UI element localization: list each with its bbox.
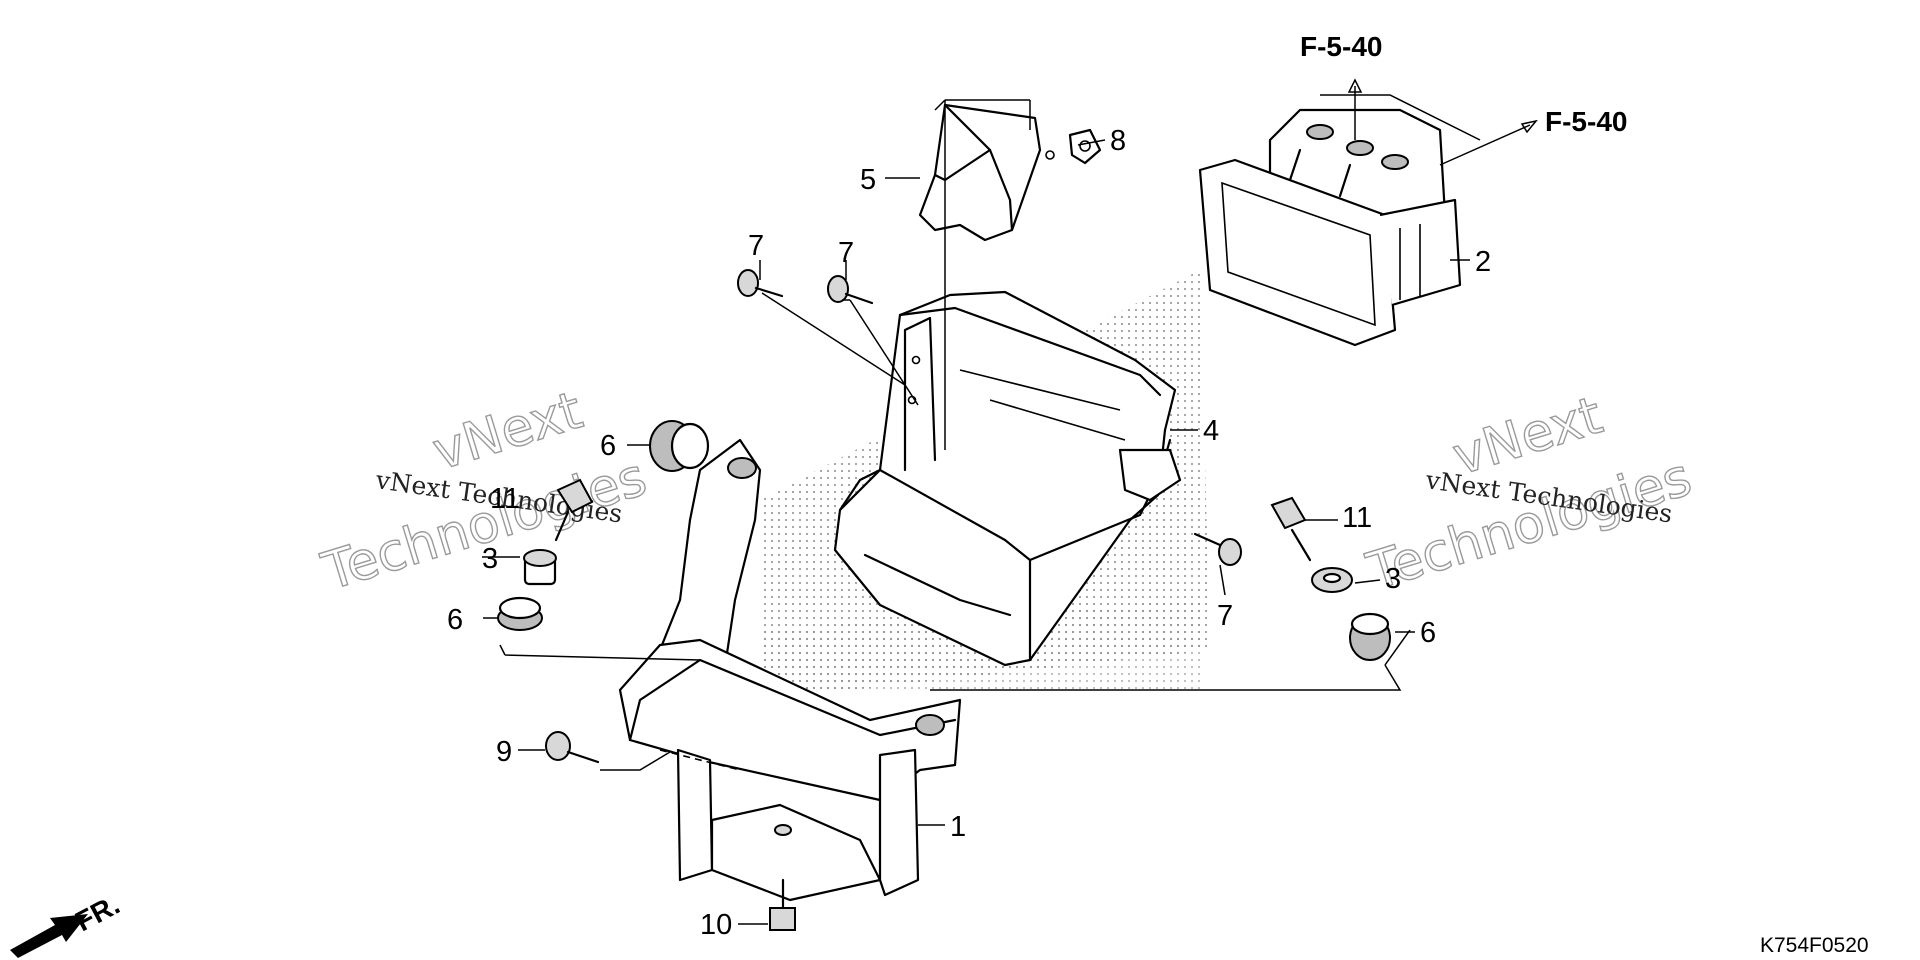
callout-1: 1 [950, 811, 966, 843]
part-2-abs-modulator [1198, 108, 1462, 347]
callout-3-left: 3 [482, 543, 498, 575]
part-7-bolt-b [827, 275, 874, 305]
callout-8: 8 [1110, 125, 1126, 157]
callout-9: 9 [496, 736, 512, 768]
callout-3-right: 3 [1385, 563, 1401, 595]
part-3-collar-a [523, 549, 557, 586]
callout-11-right: 11 [1342, 502, 1372, 534]
part-9-bolt [545, 731, 600, 764]
reference-right: F-5-40 [1545, 106, 1627, 137]
svg-text:vNext: vNext [426, 381, 589, 483]
part-7-bolt-a [737, 269, 784, 298]
callout-11-left: 11 [490, 483, 520, 515]
callout-labels: 1 2 3 3 4 5 6 6 6 7 7 7 8 9 10 11 11 [447, 125, 1491, 941]
callout-7-right: 7 [1217, 600, 1233, 632]
part-10-bolt [769, 878, 796, 931]
callout-6-right: 6 [1420, 617, 1436, 649]
part-3-collar-b [1311, 567, 1353, 593]
part-1-bracket [618, 438, 962, 902]
part-6-grommet-a [649, 420, 710, 472]
front-label: FR. [70, 889, 124, 938]
reference-top: F-5-40 [1300, 31, 1382, 62]
callout-2: 2 [1475, 246, 1491, 278]
front-arrow-icon [10, 914, 88, 958]
part-8-clip-nut [1068, 128, 1102, 165]
callout-7-middle: 7 [838, 237, 854, 269]
part-7-bolt-c [1193, 532, 1242, 566]
drawing-code: K754F0520 [1760, 934, 1869, 957]
part-6-grommet-c [1349, 612, 1391, 661]
part-11-bolt-b [1270, 496, 1312, 562]
callout-5: 5 [860, 164, 876, 196]
watermark-right: vNext Technologies vNext Technologies [1360, 385, 1699, 603]
callout-6-lower: 6 [447, 604, 463, 636]
callout-10: 10 [700, 909, 732, 941]
part-11-bolt-a [554, 478, 594, 542]
callout-7-left: 7 [748, 230, 764, 262]
part-6-grommet-b [497, 596, 543, 631]
callout-4: 4 [1203, 415, 1219, 447]
leader-lines [482, 78, 1538, 925]
callout-6-upper: 6 [600, 430, 616, 462]
part-5-cover [918, 103, 1055, 242]
part-4-case [833, 290, 1182, 667]
